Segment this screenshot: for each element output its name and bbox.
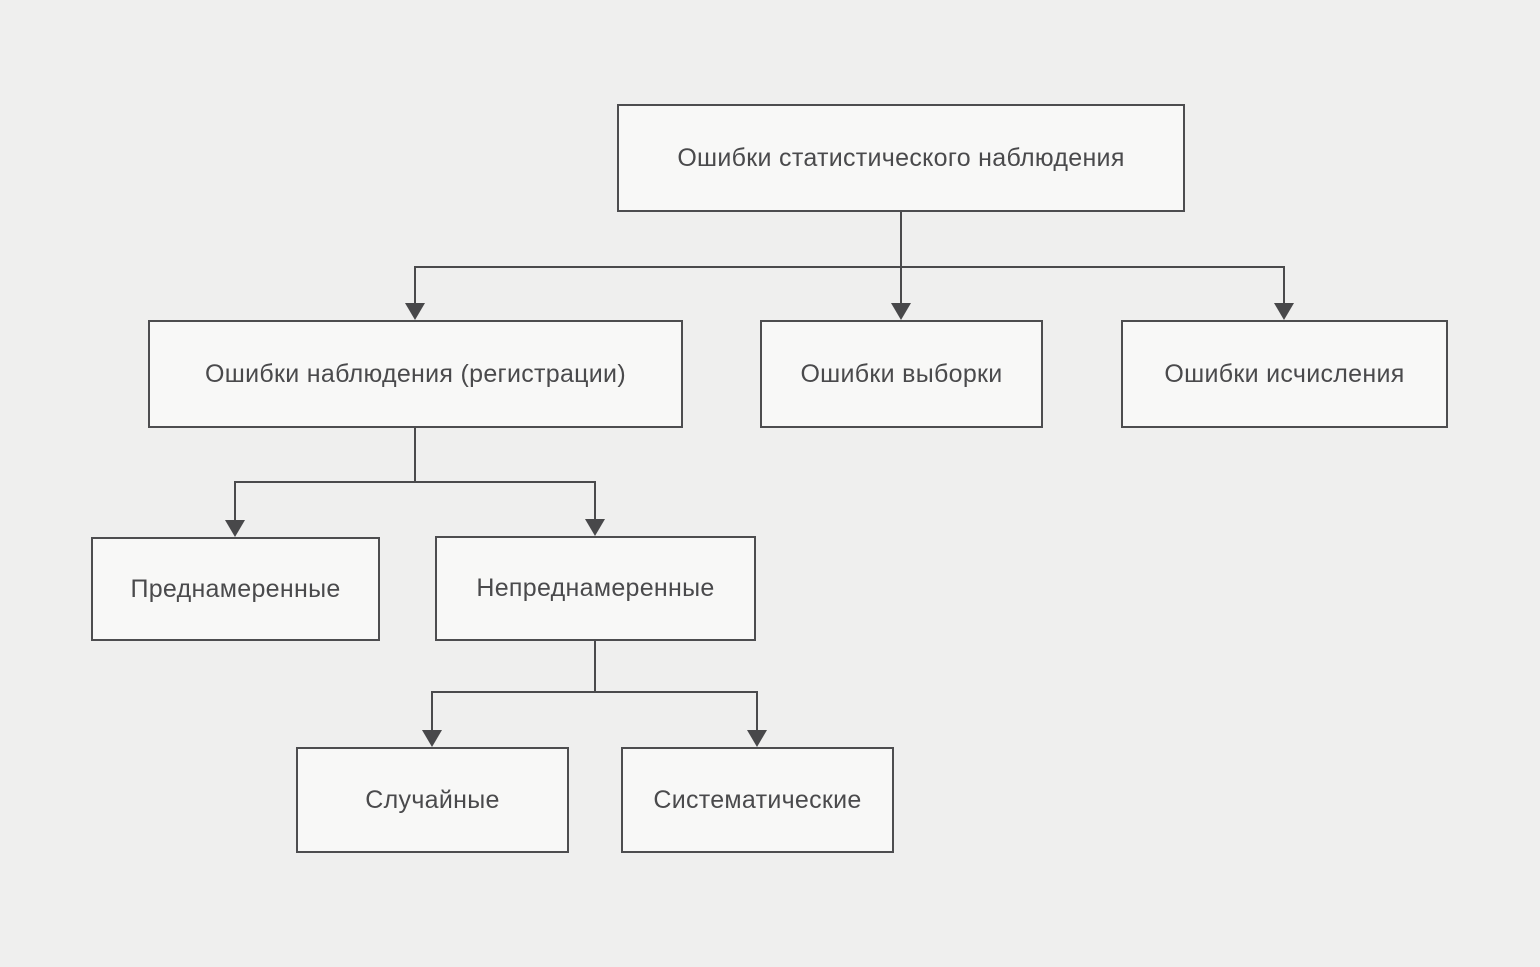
node-label: Преднамеренные [130,574,341,603]
connector-registration-to-children [234,427,596,522]
node-random-errors: Случайные [296,747,569,853]
node-label: Ошибки выборки [800,359,1003,388]
connector-root-to-children [414,211,1285,306]
node-unintentional-errors: Непреднамеренные [435,536,756,641]
node-label: Ошибки исчисления [1164,359,1405,388]
node-label: Случайные [365,785,500,814]
arrowheads-level-3 [422,730,767,747]
node-label: Непреднамеренные [476,574,715,602]
node-label: Ошибки наблюдения (регистрации) [205,359,626,388]
connector-unintentional-to-children [431,640,758,732]
node-observation-registration-errors: Ошибки наблюдения (регистрации) [148,320,683,428]
arrowheads-level-2 [225,519,605,537]
node-label: Систематические [653,785,862,814]
node-label: Ошибки статистического наблюдения [677,143,1125,172]
arrowheads-level-1 [405,303,1294,320]
node-statistical-observation-errors: Ошибки статистического наблюдения [617,104,1185,212]
node-systematic-errors: Систематические [621,747,894,853]
node-sampling-errors: Ошибки выборки [760,320,1043,428]
node-calculation-errors: Ошибки исчисления [1121,320,1448,428]
node-intentional-errors: Преднамеренные [91,537,380,641]
